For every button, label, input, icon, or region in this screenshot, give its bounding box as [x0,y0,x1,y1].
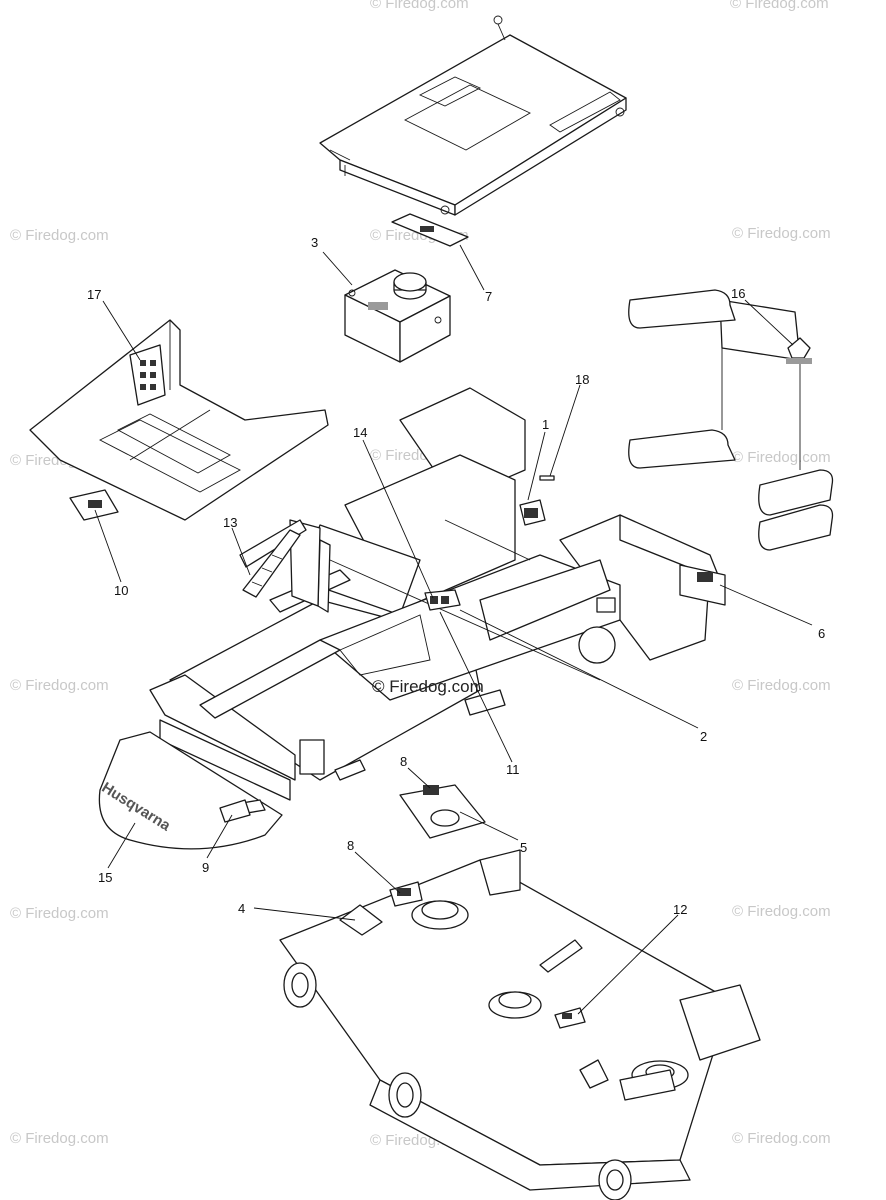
callout-17: 17 [87,287,101,302]
mower-deck [279,849,761,1200]
callout-numbers: 1 2 3 4 5 6 7 8 8 9 10 11 12 13 14 15 16… [87,235,825,917]
leader-lines [94,244,813,1015]
callout-1: 1 [542,417,549,432]
tank-box [344,269,451,363]
callout-7: 7 [485,289,492,304]
decal-13 [242,529,301,598]
callout-3: 3 [311,235,318,250]
watermark: © Firedog.com [10,227,109,244]
callout-18: 18 [575,372,589,387]
callout-11: 11 [506,762,520,777]
callout-8: 8 [347,838,354,853]
watermark: © Firedog.com [730,0,829,12]
watermark: © Firedog.com [10,905,109,922]
callout-4: 4 [238,901,245,916]
floor-panel [29,319,329,521]
rear-guard [628,289,834,551]
callout-6: 6 [818,626,825,641]
decal-9 [219,799,251,823]
watermark-layer: © Firedog.com © Firedog.com © Firedog.co… [10,0,831,1149]
decal-7 [391,213,469,247]
watermark: © Firedog.com [732,677,831,694]
callout-13: 13 [223,515,237,530]
watermark: © Firedog.com [732,449,831,466]
callout-14: 14 [353,425,367,440]
seat-plate-assembly [319,15,627,216]
callout-5: 5 [520,840,527,855]
watermark: © Firedog.com [370,0,469,12]
callout-15: 15 [98,870,112,885]
watermark: © Firedog.com [10,1130,109,1147]
callout-8: 8 [400,754,407,769]
callout-2: 2 [700,729,707,744]
watermark: © Firedog.com [10,677,109,694]
watermark: © Firedog.com [732,225,831,242]
callout-9: 9 [202,860,209,875]
watermark: © Firedog.com [732,1130,831,1147]
center-watermark: © Firedog.com [372,677,484,696]
callout-16: 16 [731,286,745,301]
belt-cover-plate [399,784,486,839]
main-frame [149,387,726,801]
decal-18 [539,475,555,481]
callout-12: 12 [673,902,687,917]
callout-10: 10 [114,583,128,598]
watermark: © Firedog.com [732,903,831,920]
